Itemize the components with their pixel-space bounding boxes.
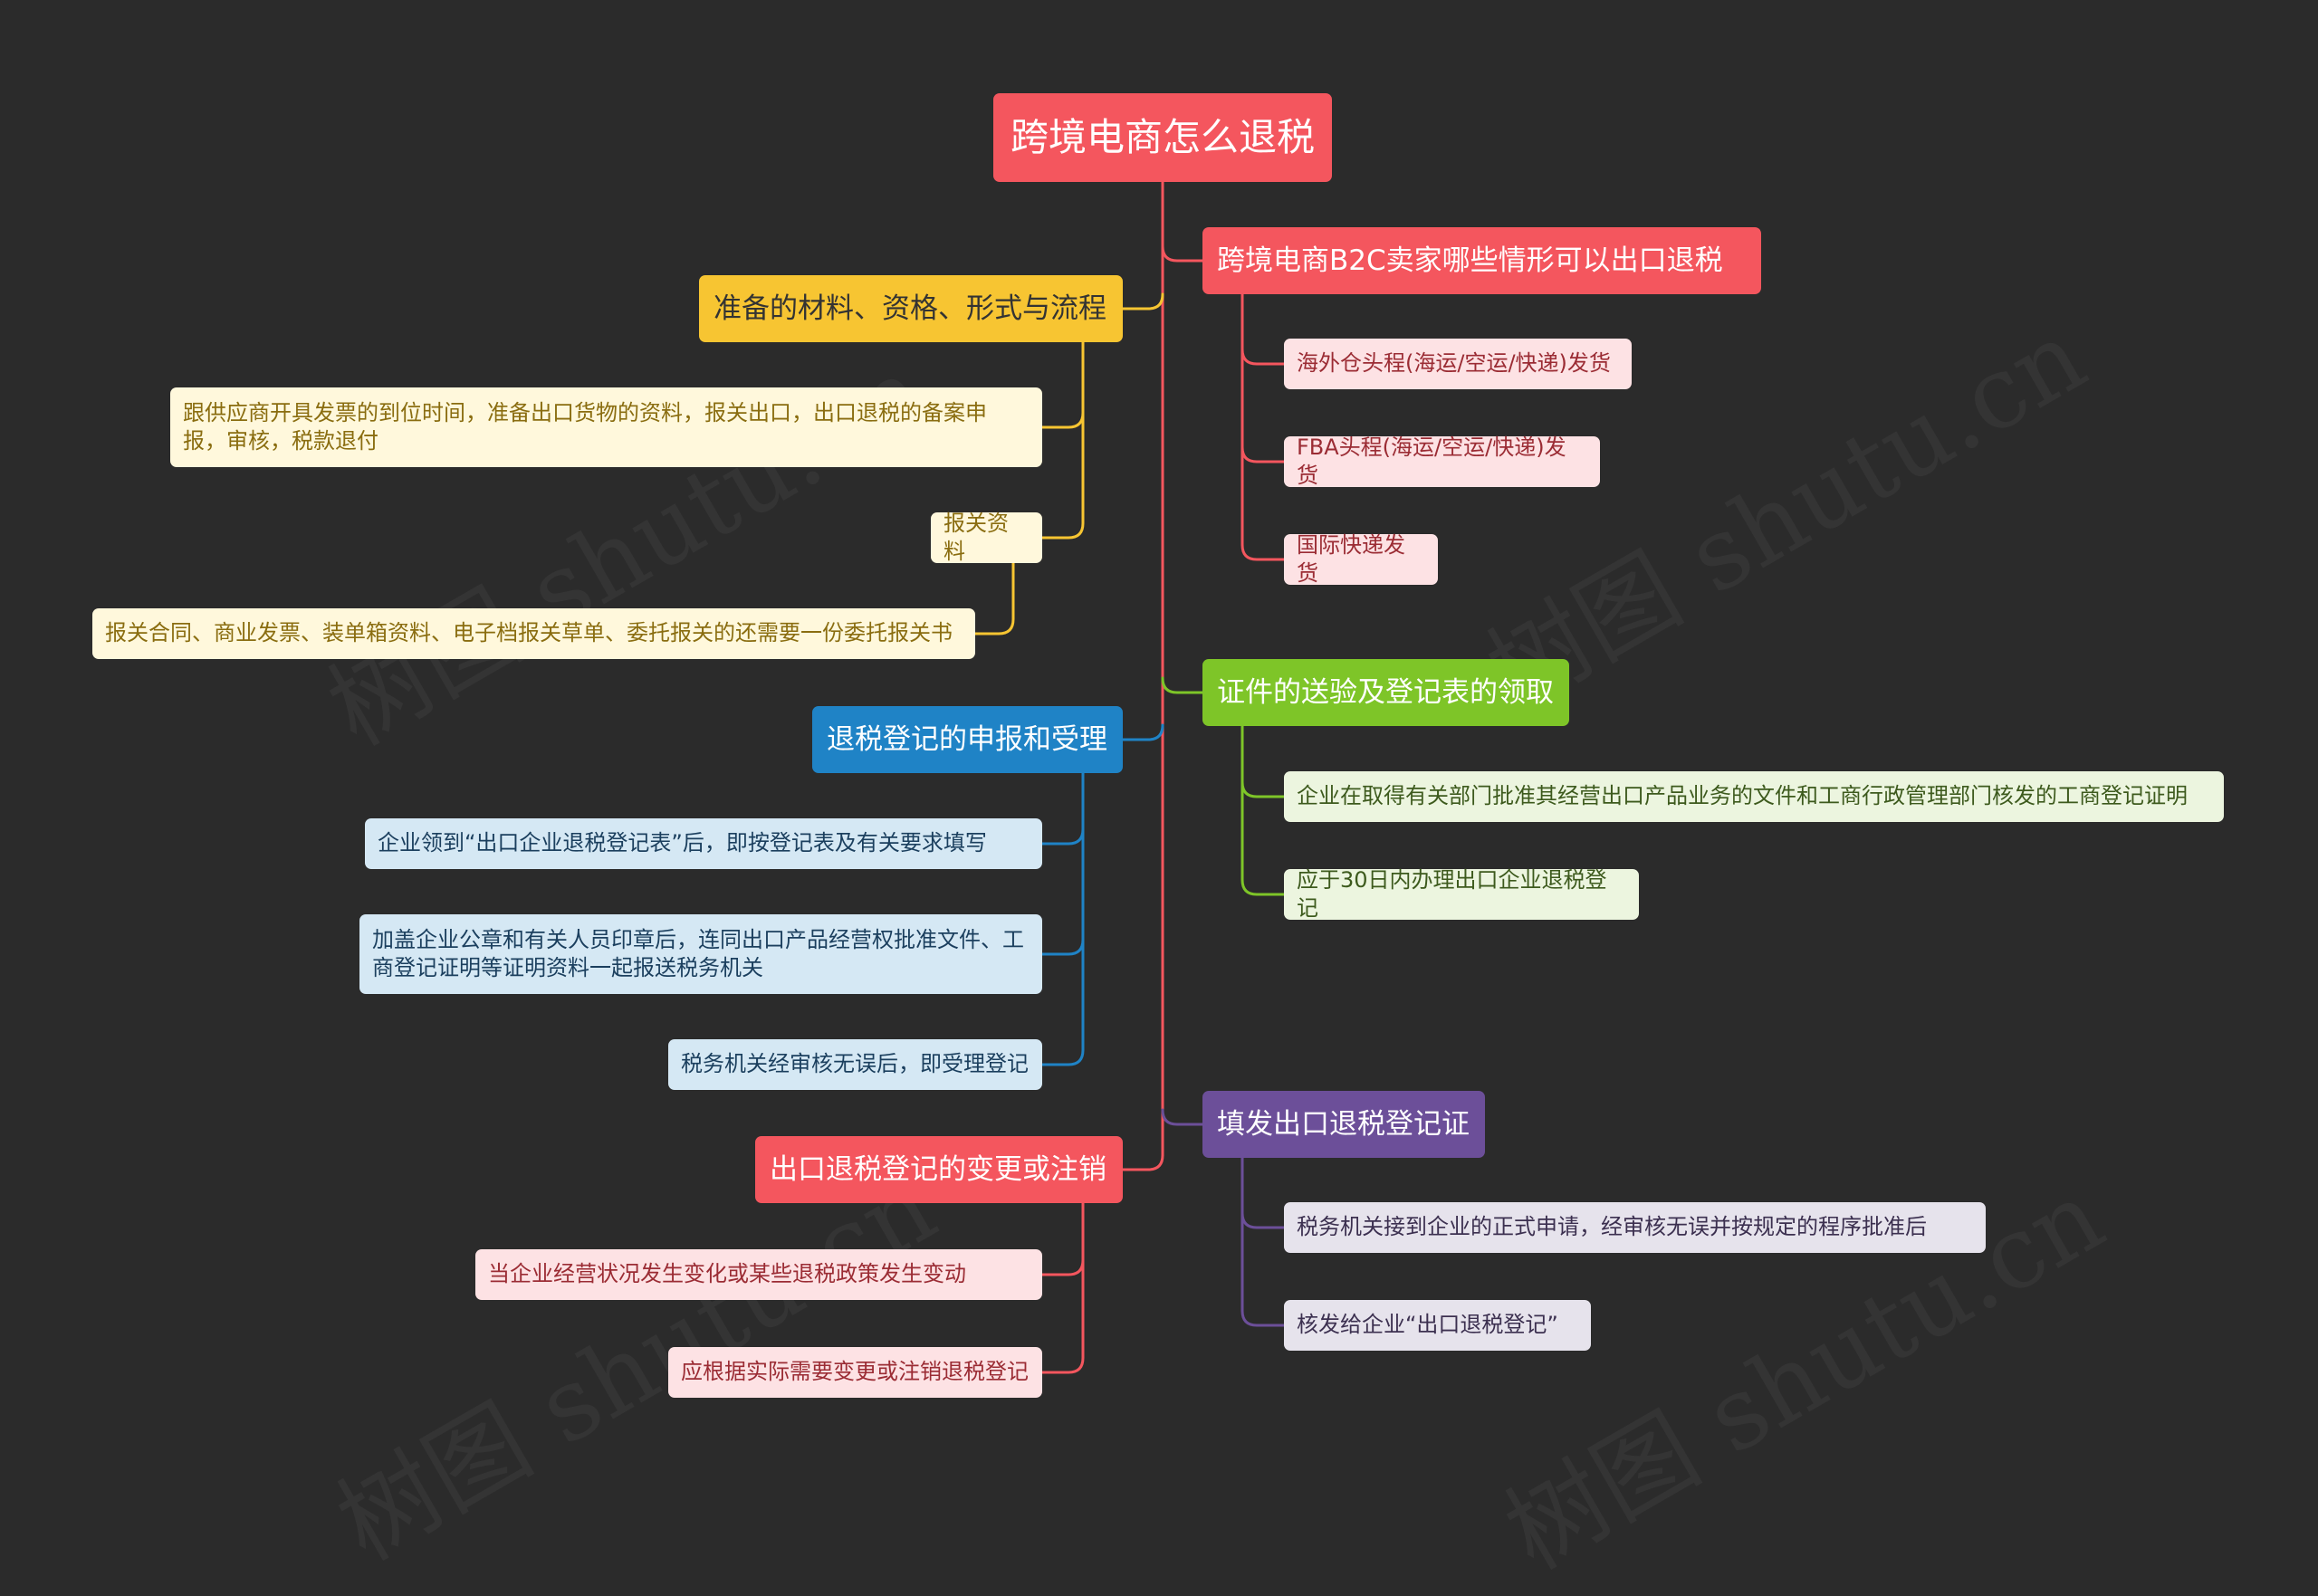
leaf-label: 核发给企业“出口退税登记” [1297,1312,1558,1338]
branch-b2c-label: 跨境电商B2C卖家哪些情形可以出口退税 [1217,244,1723,277]
leaf-connector-n-prep-0 [1040,340,1085,429]
leaf-label: 企业领到“出口企业退税登记表”后，即按登记表及有关要求填写 [378,830,987,856]
leaf-label: 企业在取得有关部门批准其经营出口产品业务的文件和工商行政管理部门核发的工商登记证… [1297,783,2188,809]
leaf-issue-approval[interactable]: 税务机关接到企业的正式申请，经审核无误并按规定的程序批准后 [1284,1202,1986,1253]
leaf-change-condition[interactable]: 当企业经营状况发生变化或某些退税政策发生变动 [475,1249,1042,1300]
leaf-apply-fill-form[interactable]: 企业领到“出口企业退税登记表”后，即按登记表及有关要求填写 [365,818,1042,869]
branch-issue-certificate[interactable]: 填发出口退税登记证 [1202,1091,1485,1158]
mindmap-canvas: 树图 shutu.cn 树图 shutu.cn 树图 shutu.cn 树图 s… [92,93,2224,1398]
subtopic-label: 报关资料 [943,510,1009,564]
branch-b2c-conditions[interactable]: 跨境电商B2C卖家哪些情形可以出口退税 [1202,227,1761,294]
branch-connector-n-b2c [1161,244,1204,263]
leaf-issue-grant[interactable]: 核发给企业“出口退税登记” [1284,1300,1591,1351]
leaf-connector-n-cert-1 [1240,724,1286,896]
leaf-label: 税务机关经审核无误后，即受理登记 [681,1051,1029,1077]
branch-connector-n-issue [1161,1108,1204,1126]
leaf-b2c-fba[interactable]: FBA头程(海运/空运/快递)发货 [1284,434,1600,488]
leaf-b2c-express[interactable]: 国际快递发货 [1284,531,1438,586]
leaf-connector-n-issue-1 [1240,1156,1286,1327]
connector-lines [973,180,1286,1374]
leaf-cert-documents[interactable]: 企业在取得有关部门批准其经营出口产品业务的文件和工商行政管理部门核发的工商登记证… [1284,771,2224,822]
leaf-apply-submit[interactable]: 加盖企业公章和有关人员印章后，连同出口产品经营权批准文件、工商登记证明等证明资料… [359,914,1042,994]
root-topic[interactable]: 跨境电商怎么退税 [993,93,1332,182]
leaf-b2c-overseas-warehouse[interactable]: 海外仓头程(海运/空运/快递)发货 [1284,339,1632,389]
leaf-connector-n-apply-2 [1040,771,1085,1066]
branch-connector-n-prep [1121,292,1164,311]
leaf-connector-n-b2c-1 [1240,292,1286,464]
leaf-connector-n-prep-sub [1040,340,1085,540]
leaf-connector-n-prep-sub-0 [973,561,1015,636]
branch-registration-application[interactable]: 退税登记的申报和受理 [812,706,1123,773]
branch-change-label: 出口退税登记的变更或注销 [770,1152,1106,1186]
leaf-customs-document-list[interactable]: 报关合同、商业发票、装单箱资料、电子档报关草单、委托报关的还需要一份委托报关书 [92,608,975,659]
branch-connector-n-cert [1161,676,1204,694]
leaf-label: 加盖企业公章和有关人员印章后，连同出口产品经营权批准文件、工商登记证明等证明资料… [372,926,1024,980]
branch-certificate-inspection[interactable]: 证件的送验及登记表的领取 [1202,659,1569,726]
leaf-prep-process[interactable]: 跟供应商开具发票的到位时间，准备出口货物的资料，报关出口，出口退税的备案申报，审… [170,387,1042,467]
leaf-label: 当企业经营状况发生变化或某些退税政策发生变动 [488,1261,966,1287]
leaf-label: 税务机关接到企业的正式申请，经审核无误并按规定的程序批准后 [1297,1214,1927,1240]
leaf-connector-n-apply-0 [1040,771,1085,846]
leaf-label: 跟供应商开具发票的到位时间，准备出口货物的资料，报关出口，出口退税的备案申报，审… [183,399,987,454]
branch-issue-label: 填发出口退税登记证 [1217,1107,1470,1141]
leaf-cert-30-days[interactable]: 应于30日内办理出口企业退税登记 [1284,866,1639,921]
leaf-connector-n-change-0 [1040,1201,1085,1276]
branch-change-or-cancel[interactable]: 出口退税登记的变更或注销 [755,1136,1123,1203]
subtopic-customs-documents[interactable]: 报关资料 [931,510,1042,564]
leaf-apply-accepted[interactable]: 税务机关经审核无误后，即受理登记 [668,1039,1042,1090]
leaf-label: FBA头程(海运/空运/快递)发货 [1297,434,1566,488]
leaf-connector-n-issue-0 [1240,1156,1286,1229]
leaf-connector-n-apply-1 [1040,771,1085,956]
leaf-connector-n-cert-0 [1240,724,1286,798]
leaf-label: 应于30日内办理出口企业退税登记 [1297,866,1607,921]
leaf-label: 国际快递发货 [1297,531,1405,586]
branch-apply-label: 退税登记的申报和受理 [827,722,1107,756]
leaf-connector-n-b2c-2 [1240,292,1286,561]
branch-preparation[interactable]: 准备的材料、资格、形式与流程 [699,275,1123,342]
leaf-label: 应根据实际需要变更或注销退税登记 [681,1359,1029,1385]
leaf-label: 海外仓头程(海运/空运/快递)发货 [1297,350,1611,377]
root-topic-label: 跨境电商怎么退税 [1011,114,1316,159]
branch-connector-n-apply [1121,723,1164,741]
branch-prep-label: 准备的材料、资格、形式与流程 [714,291,1106,325]
leaf-connector-n-change-1 [1040,1201,1085,1374]
leaf-connector-n-b2c-0 [1240,292,1286,366]
leaf-change-action[interactable]: 应根据实际需要变更或注销退税登记 [668,1347,1042,1398]
branch-cert-label: 证件的送验及登记表的领取 [1217,675,1554,709]
leaf-label: 报关合同、商业发票、装单箱资料、电子档报关草单、委托报关的还需要一份委托报关书 [105,620,953,646]
branch-connector-n-change [1121,1153,1164,1171]
